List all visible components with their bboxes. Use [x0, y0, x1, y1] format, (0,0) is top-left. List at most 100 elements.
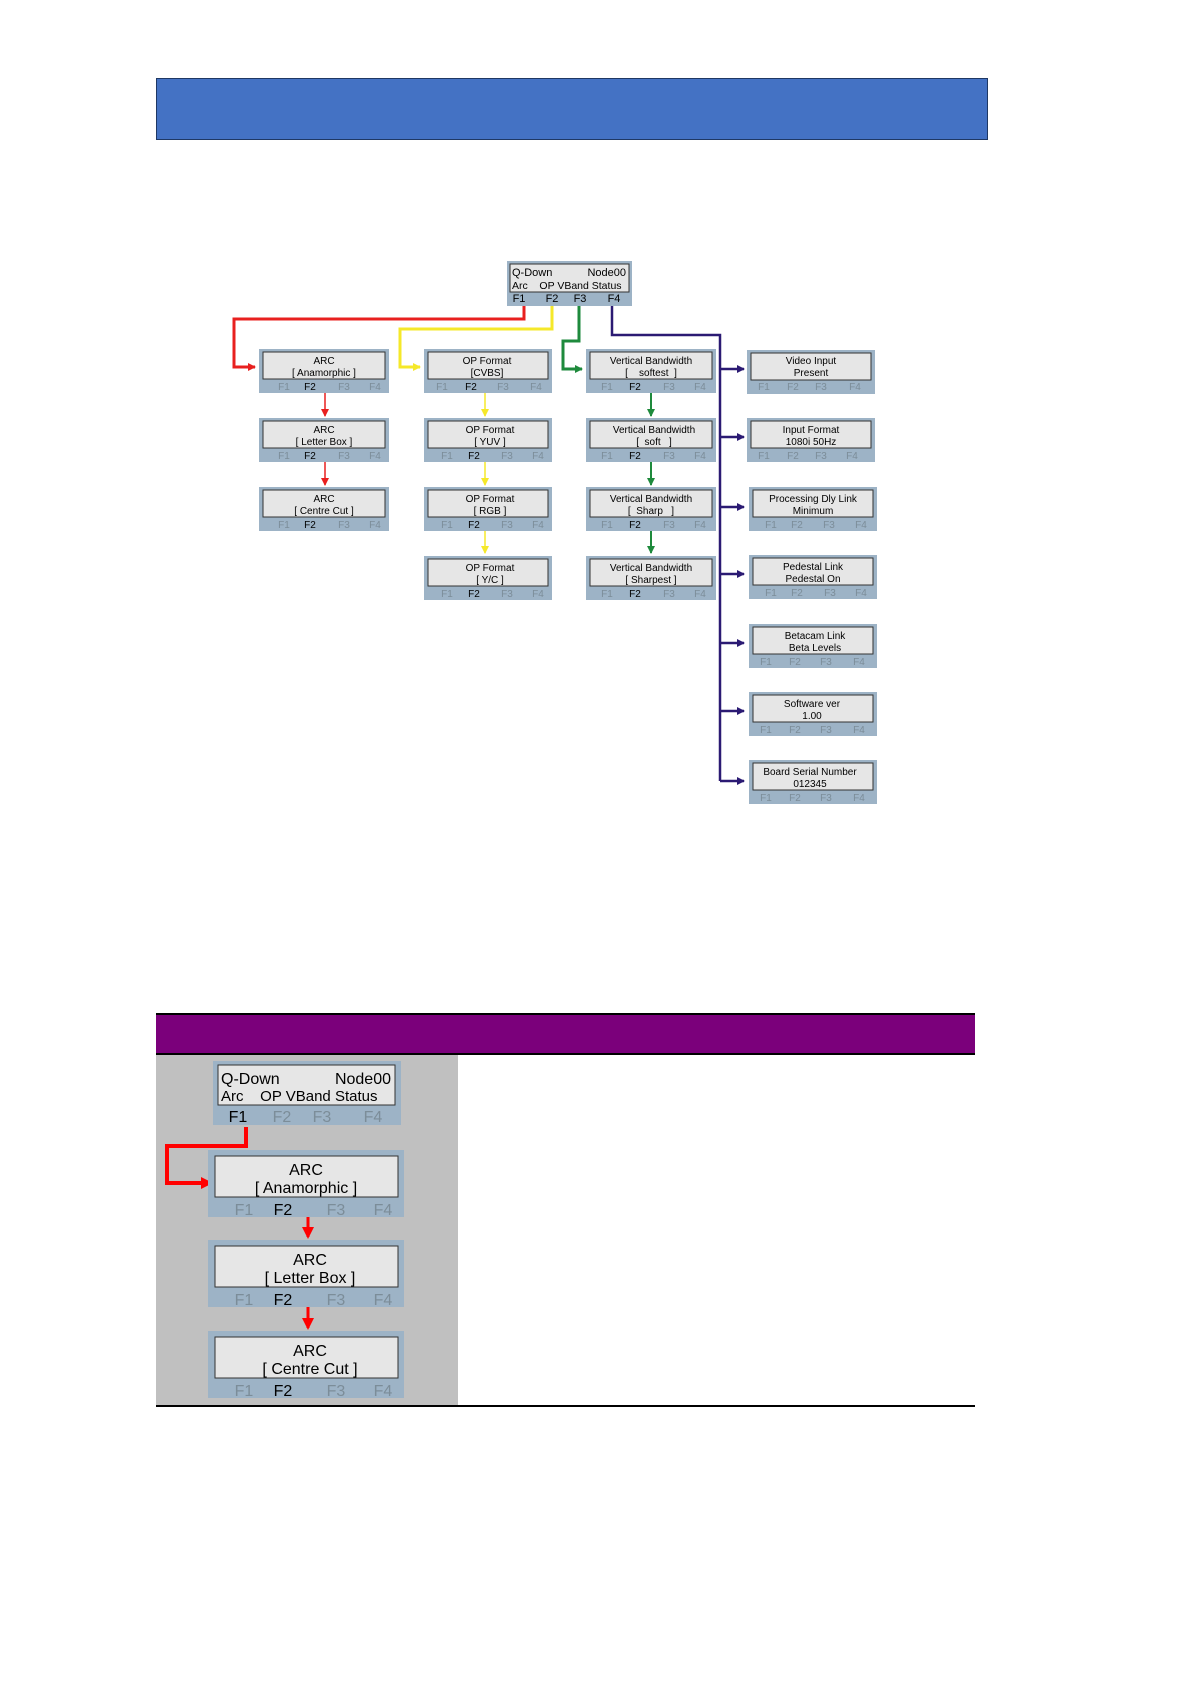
svg-text:OP Format: OP Format [463, 356, 512, 367]
svg-text:F4: F4 [532, 589, 544, 600]
lcd-op-yuv: OP Format [ YUV ] F1 F2 F3 F4 [424, 418, 552, 462]
svg-text:ARC: ARC [293, 1343, 327, 1360]
svg-text:012345: 012345 [793, 779, 827, 790]
svg-text:F1: F1 [278, 520, 290, 531]
svg-text:[ Centre Cut ]: [ Centre Cut ] [262, 1361, 357, 1378]
svg-text:Minimum: Minimum [793, 506, 834, 517]
svg-text:F4: F4 [374, 1202, 393, 1219]
lcd-status-processing-dly: Processing Dly Link Minimum F1 F2 F3 F4 [749, 487, 877, 531]
svg-text:ARC: ARC [293, 1252, 327, 1269]
svg-text:F3: F3 [815, 382, 827, 393]
svg-text:F4: F4 [530, 382, 542, 393]
lcd-op-rgb: OP Format [ RGB ] F1 F2 F3 F4 [424, 487, 552, 531]
svg-text:F4: F4 [374, 1383, 393, 1400]
svg-text:F2: F2 [629, 520, 641, 531]
svg-text:[ softest ]: [ softest ] [625, 368, 677, 379]
svg-text:F2: F2 [465, 382, 477, 393]
lcd-vband-softest: Vertical Bandwidth [ softest ] F1 F2 F3 … [586, 349, 716, 393]
table-bottom-rule [156, 1405, 975, 1407]
svg-text:F3: F3 [663, 520, 675, 531]
svg-text:F4: F4 [846, 451, 858, 462]
svg-text:Pedestal Link: Pedestal Link [783, 562, 844, 573]
svg-text:F3: F3 [820, 793, 832, 804]
svg-text:F1: F1 [436, 382, 448, 393]
svg-text:F2: F2 [274, 1383, 293, 1400]
svg-text:OP Format: OP Format [466, 425, 515, 436]
svg-text:F3: F3 [327, 1383, 346, 1400]
detail-lcd-arc-letterbox: ARC [ Letter Box ] F1 F2 F3 F4 [208, 1240, 404, 1309]
svg-text:F1: F1 [760, 725, 772, 736]
svg-text:F4: F4 [855, 520, 867, 531]
svg-text:F1: F1 [235, 1292, 254, 1309]
svg-text:F1: F1 [765, 520, 777, 531]
arc-detail-diagram: Q-Down Node00 Arc OP VBand Status F1 F2 … [165, 1061, 404, 1400]
svg-text:F1: F1 [760, 793, 772, 804]
svg-text:OP Format: OP Format [466, 494, 515, 505]
svg-text:F1: F1 [441, 589, 453, 600]
lcd-status-pedestal: Pedestal Link Pedestal On F1 F2 F3 F4 [749, 555, 877, 599]
svg-text:F2: F2 [791, 588, 803, 599]
svg-text:F4: F4 [853, 793, 865, 804]
svg-text:F4: F4 [532, 520, 544, 531]
svg-text:F2: F2 [629, 451, 641, 462]
svg-text:[ Anamorphic ]: [ Anamorphic ] [255, 1180, 357, 1197]
svg-text:F3: F3 [820, 657, 832, 668]
svg-text:F4: F4 [694, 520, 706, 531]
connector-op [398, 306, 554, 554]
svg-text:Betacam Link: Betacam Link [785, 631, 847, 642]
svg-text:Node00: Node00 [335, 1071, 391, 1088]
svg-text:1.00: 1.00 [802, 711, 822, 722]
svg-text:F1: F1 [235, 1202, 254, 1219]
svg-text:F4: F4 [369, 451, 381, 462]
lcd-arc-anamorphic: ARC [ Anamorphic ] F1 F2 F3 F4 [259, 349, 389, 393]
svg-text:F4: F4 [853, 725, 865, 736]
svg-text:F4: F4 [849, 382, 861, 393]
svg-text:Vertical Bandwidth: Vertical Bandwidth [610, 494, 692, 505]
fkey-f3: F3 [574, 293, 587, 305]
svg-text:F2: F2 [629, 589, 641, 600]
svg-text:F2: F2 [304, 451, 316, 462]
fkey-f1: F1 [513, 293, 526, 305]
svg-text:F2: F2 [791, 520, 803, 531]
svg-text:F4: F4 [855, 588, 867, 599]
svg-text:F1: F1 [758, 382, 770, 393]
svg-text:[ Sharpest ]: [ Sharpest ] [625, 575, 676, 586]
svg-text:F3: F3 [815, 451, 827, 462]
connector-vband [561, 306, 655, 554]
svg-text:F3: F3 [820, 725, 832, 736]
svg-text:F1: F1 [758, 451, 770, 462]
svg-text:Arc OP VBand Status: Arc OP VBand Status [221, 1088, 377, 1105]
connector-status [610, 306, 745, 785]
svg-text:F2: F2 [629, 382, 641, 393]
svg-text:F4: F4 [369, 382, 381, 393]
svg-text:F2: F2 [468, 520, 480, 531]
menu-tree-diagram: Q-Down Node00 Arc OP VBand Status F1 F2 … [232, 261, 877, 804]
fkey-f2: F2 [546, 293, 559, 305]
svg-text:F3: F3 [338, 382, 350, 393]
svg-text:Vertical Bandwidth: Vertical Bandwidth [613, 425, 695, 436]
fkey-f4: F4 [608, 293, 621, 305]
svg-text:Board Serial Number: Board Serial Number [763, 767, 857, 778]
svg-text:1080i 50Hz: 1080i 50Hz [786, 437, 837, 448]
svg-text:Pedestal On: Pedestal On [785, 574, 840, 585]
svg-text:F2: F2 [789, 793, 801, 804]
svg-text:Input Format: Input Format [783, 425, 840, 436]
root-line1-left: Q-Down [512, 267, 552, 279]
detail-lcd-root: Q-Down Node00 Arc OP VBand Status F1 F2 … [213, 1061, 401, 1126]
svg-text:F3: F3 [823, 520, 835, 531]
svg-text:F2: F2 [789, 725, 801, 736]
svg-text:[ RGB ]: [ RGB ] [474, 506, 507, 517]
lcd-arc-centrecut: ARC [ Centre Cut ] F1 F2 F3 F4 [259, 487, 389, 531]
svg-text:F1: F1 [601, 589, 613, 600]
svg-text:[ Centre Cut ]: [ Centre Cut ] [294, 506, 354, 517]
svg-text:F4: F4 [374, 1292, 393, 1309]
svg-text:Software ver: Software ver [784, 699, 841, 710]
svg-text:F1: F1 [601, 520, 613, 531]
lcd-status-video-input: Video Input Present F1 F2 F3 F4 [747, 350, 875, 394]
svg-text:F4: F4 [364, 1109, 383, 1126]
detail-lcd-arc-centrecut: ARC [ Centre Cut ] F1 F2 F3 F4 [208, 1331, 404, 1400]
svg-text:F3: F3 [338, 451, 350, 462]
lcd-vband-sharpest: Vertical Bandwidth [ Sharpest ] F1 F2 F3… [586, 556, 716, 600]
root-line2: Arc OP VBand Status [512, 280, 622, 292]
svg-text:F3: F3 [501, 520, 513, 531]
